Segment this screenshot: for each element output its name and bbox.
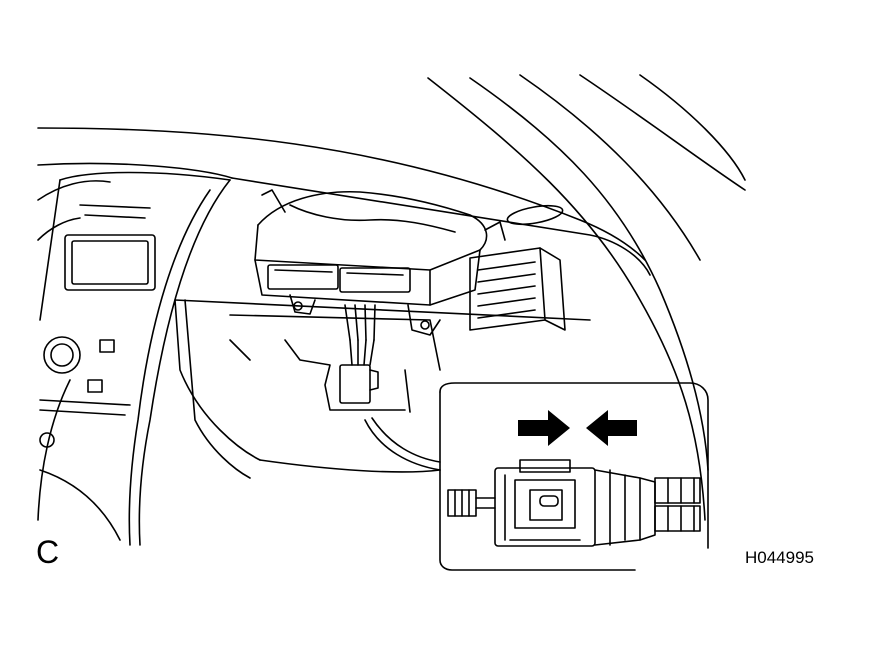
center-console: [39, 171, 231, 546]
figure-code: H044995: [745, 548, 815, 567]
callout-leader: [364, 417, 441, 471]
connector-detail: [447, 459, 701, 547]
airbag-wire-harness: [339, 304, 379, 404]
side-air-vent: [469, 204, 566, 331]
push-arrows-icon: [518, 410, 637, 446]
windshield-pillar-lines: [427, 74, 746, 521]
dashboard-outline: [37, 127, 651, 521]
view-label: C: [36, 534, 60, 570]
inset-detail-frame: [439, 382, 709, 571]
airbag-assembly: [254, 189, 506, 336]
glovebox-opening: [229, 314, 441, 413]
